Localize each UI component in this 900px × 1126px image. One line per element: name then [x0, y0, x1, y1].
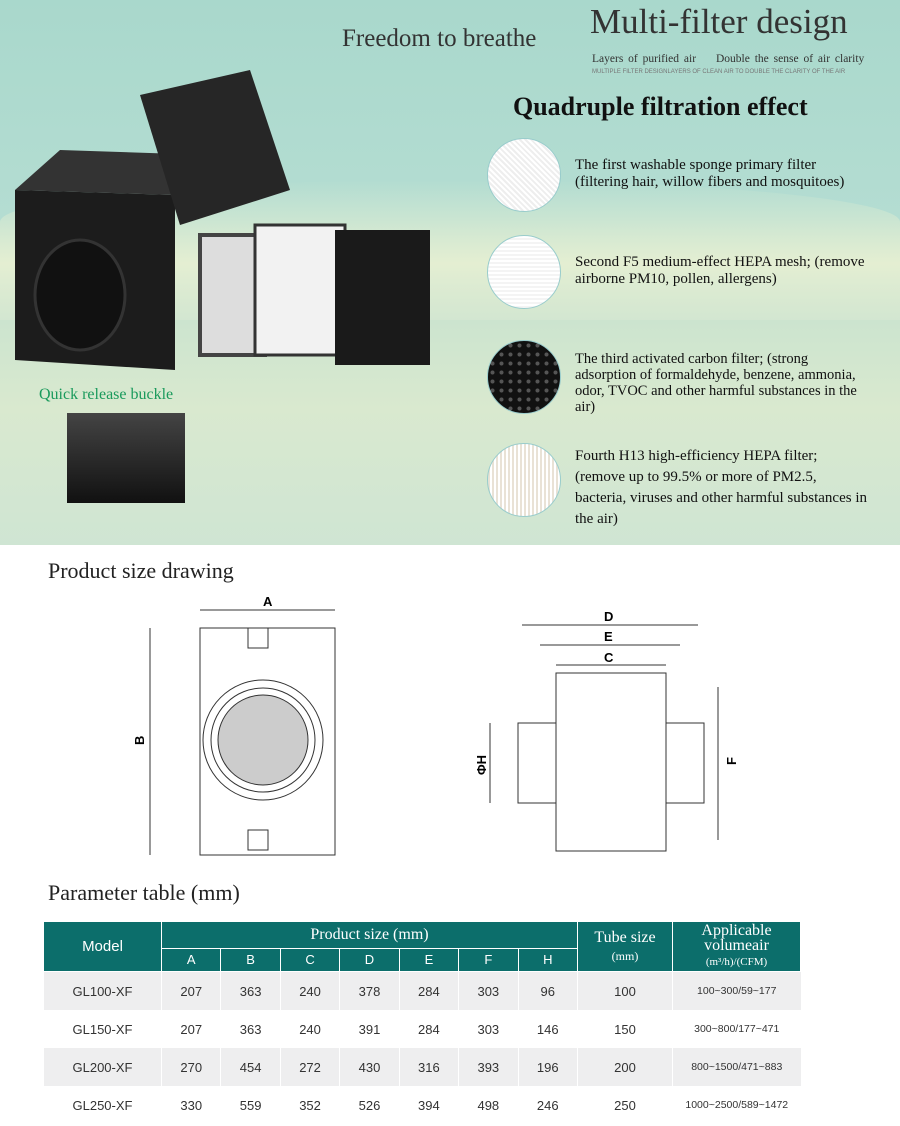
value-cell: 526 [339, 1086, 400, 1124]
drawing-title: Product size drawing [48, 558, 234, 583]
value-cell: 300~800/177~471 [672, 1010, 801, 1048]
model-cell: GL250-XF [43, 1086, 162, 1124]
value-cell: 270 [160, 1048, 221, 1086]
value-cell: 394 [398, 1086, 459, 1124]
col-f: F [458, 947, 519, 973]
dim-a: A [263, 594, 273, 609]
parameter-table: Model Product size (mm) Tube size(mm) Ap… [43, 921, 801, 1124]
value-cell: 1000~2500/589~1472 [672, 1086, 801, 1124]
hepa-mesh-icon [487, 235, 561, 309]
subtitle-1: Layers of purified air [592, 53, 697, 65]
col-model: Model [43, 921, 162, 972]
dim-d: D [604, 609, 613, 624]
col-h: H [517, 947, 579, 973]
value-cell: 96 [517, 971, 578, 1010]
value-cell: 240 [279, 1010, 340, 1048]
value-cell: 150 [577, 1010, 673, 1048]
col-a: A [160, 947, 222, 973]
dim-h: ΦH [474, 755, 489, 775]
h13-hepa-icon [487, 443, 561, 517]
value-cell: 303 [458, 1010, 519, 1048]
value-cell: 363 [220, 971, 281, 1010]
value-cell: 246 [517, 1086, 578, 1124]
value-cell: 200 [577, 1048, 673, 1086]
value-cell: 559 [220, 1086, 281, 1124]
value-cell: 391 [339, 1010, 400, 1048]
value-cell: 196 [517, 1048, 578, 1086]
value-cell: 146 [517, 1010, 578, 1048]
quick-release-label: Quick release buckle [39, 386, 174, 403]
value-cell: 284 [398, 1010, 459, 1048]
col-tube: Tube size(mm) [577, 921, 673, 972]
value-cell: 800~1500/471~883 [672, 1048, 801, 1086]
side-view-drawing: D E C ΦH F [474, 609, 739, 852]
col-volume: Applicable volumeair(m³/h)/(CFM) [672, 921, 801, 972]
carbon-filter-icon [487, 340, 561, 414]
dim-f: F [724, 757, 739, 765]
section-heading: Quadruple filtration effect [513, 92, 808, 121]
subtitle-2: Double the sense of air clarity [716, 53, 865, 65]
value-cell: 207 [160, 1010, 221, 1048]
col-d: D [339, 947, 400, 973]
model-cell: GL200-XF [43, 1048, 162, 1086]
value-cell: 250 [577, 1086, 673, 1124]
value-cell: 284 [398, 971, 459, 1010]
value-cell: 100 [577, 971, 673, 1010]
value-cell: 378 [339, 971, 400, 1010]
value-cell: 100~300/59~177 [672, 971, 801, 1010]
hero-banner: Freedom to breathe Multi-filter design L… [0, 0, 900, 545]
dim-c: C [604, 650, 614, 665]
col-product-size: Product size (mm) [161, 921, 578, 949]
value-cell: 393 [458, 1048, 519, 1086]
dim-b: B [132, 736, 147, 745]
value-cell: 363 [220, 1010, 281, 1048]
value-cell: 352 [279, 1086, 340, 1124]
value-cell: 454 [220, 1048, 281, 1086]
value-cell: 240 [279, 971, 340, 1010]
tiny-caption: MULTIPLE FILTER DESIGNLAYERS OF CLEAN AI… [592, 69, 846, 75]
value-cell: 498 [458, 1086, 519, 1124]
value-cell: 430 [339, 1048, 400, 1086]
model-cell: GL100-XF [43, 971, 162, 1010]
filter-1-text: The first washable sponge primary filter… [575, 157, 845, 190]
value-cell: 272 [279, 1048, 340, 1086]
filter-3-text: The third activated carbon filter; (stro… [575, 351, 857, 415]
tagline: Freedom to breathe [342, 25, 537, 52]
value-cell: 303 [458, 971, 519, 1010]
dim-e: E [604, 629, 613, 644]
filter-2-text: Second F5 medium-effect HEPA mesh; (remo… [575, 254, 865, 287]
col-c: C [279, 947, 341, 973]
buckle-photo [67, 413, 185, 503]
value-cell: 330 [160, 1086, 221, 1124]
product-image [15, 70, 430, 370]
value-cell: 316 [398, 1048, 459, 1086]
table-title: Parameter table (mm) [48, 880, 240, 905]
model-cell: GL150-XF [43, 1010, 162, 1048]
value-cell: 207 [160, 971, 221, 1010]
col-b: B [220, 947, 281, 973]
col-e: E [398, 947, 460, 973]
sponge-filter-icon [487, 138, 561, 212]
front-view-drawing: A B [132, 594, 336, 856]
filter-4-text: Fourth H13 high-efficiency HEPA filter; … [575, 448, 867, 527]
hero-title: Multi-filter design [590, 2, 848, 41]
